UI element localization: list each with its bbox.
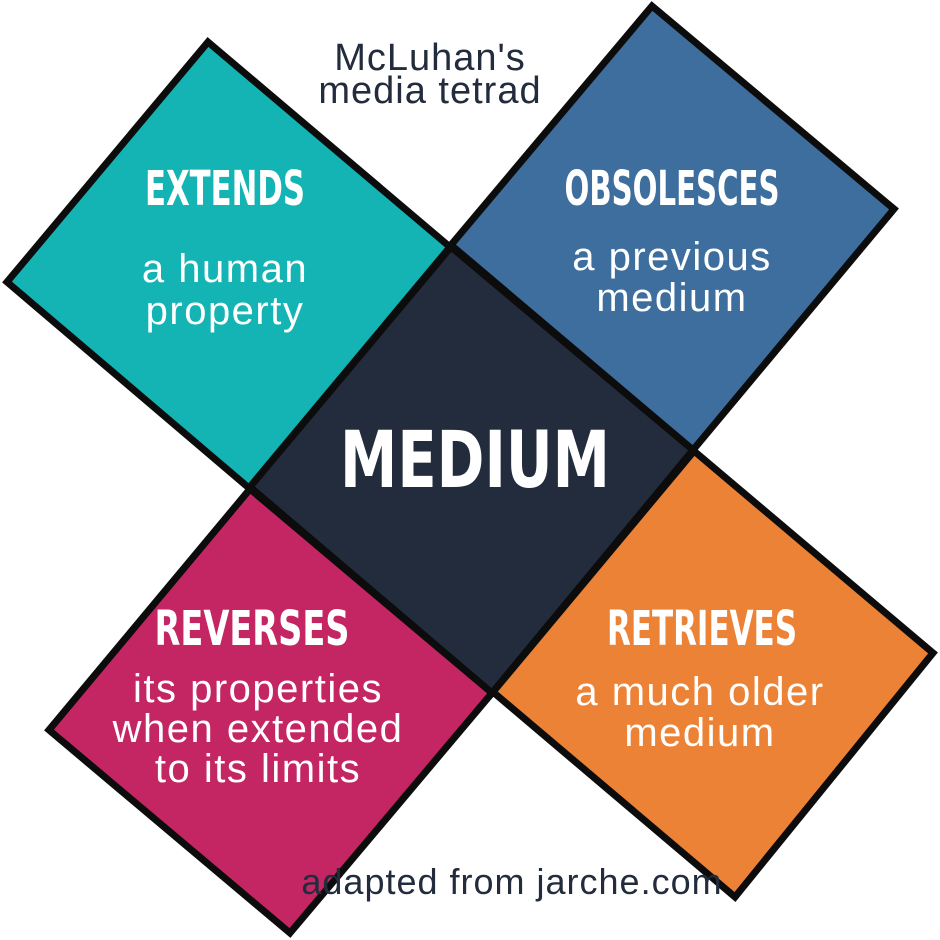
retrieves-diamond	[488, 446, 938, 902]
source-caption: adapted from jarche.com	[301, 861, 722, 902]
retrieves-line-1: a much older	[575, 670, 824, 714]
obsolesces-line-2: medium	[596, 276, 747, 320]
reverses-line-1: its properties	[133, 667, 383, 711]
retrieves-heading: RETRIEVES	[607, 601, 797, 657]
extends-heading: EXTENDS	[145, 161, 305, 217]
reverses-heading: REVERSES	[155, 601, 350, 657]
reverses-line-3: to its limits	[155, 747, 361, 791]
extends-line-1: a human	[142, 247, 308, 291]
reverses-line-2: when extended	[112, 707, 404, 751]
reverses-diamond	[44, 484, 497, 938]
obsolesces-heading: OBSOLESCES	[565, 161, 780, 217]
obsolesces-line-1: a previous	[572, 235, 772, 279]
medium-label: MEDIUM	[340, 416, 610, 506]
diagram-title-line-1: McLuhan's	[334, 37, 526, 79]
extends-line-2: property	[146, 289, 305, 333]
retrieves-line-2: medium	[624, 711, 775, 755]
diagram-title-line-2: media tetrad	[318, 70, 541, 112]
